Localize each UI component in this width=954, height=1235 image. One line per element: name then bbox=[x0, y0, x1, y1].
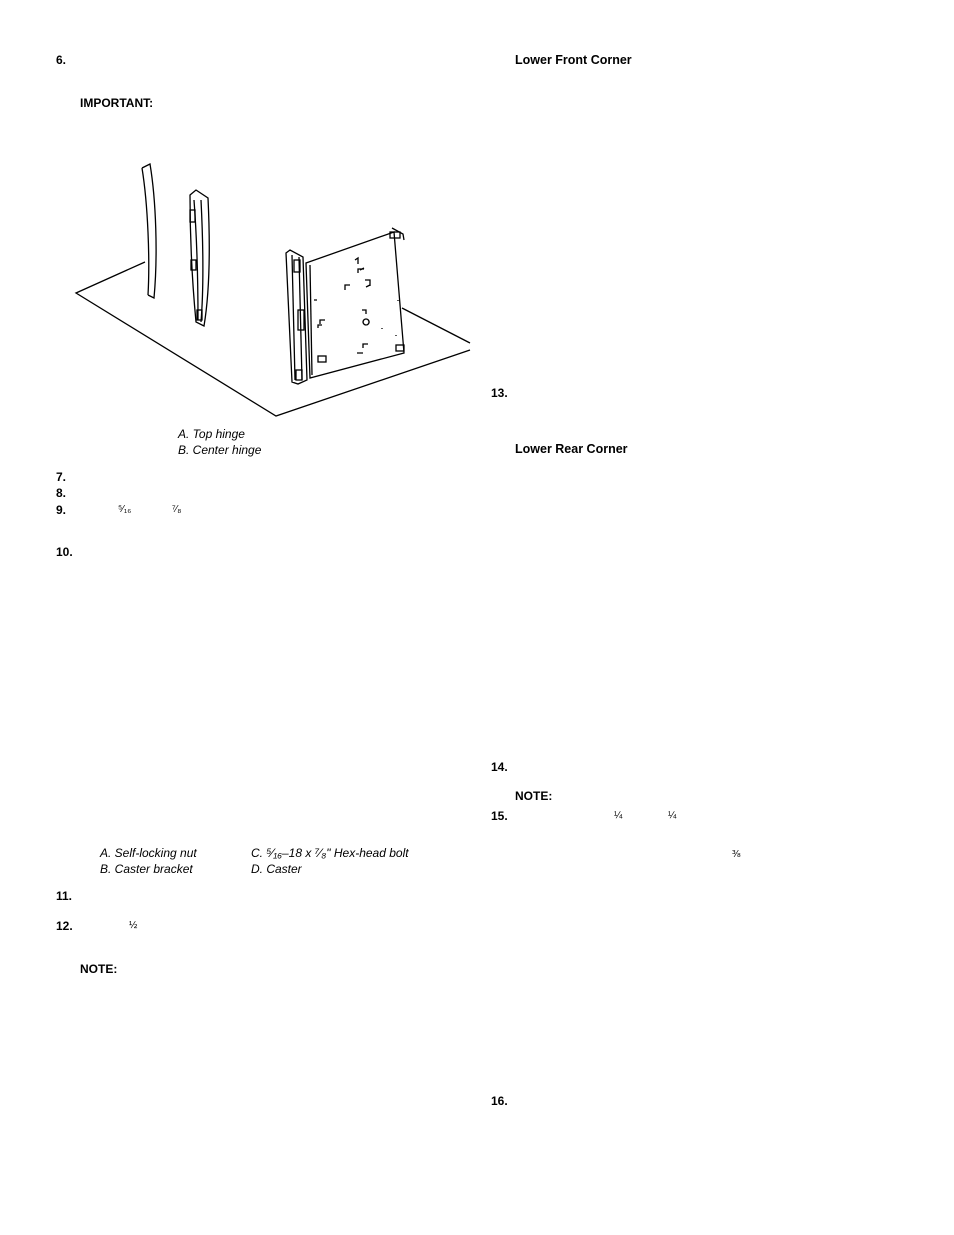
step-15-fraction-c: ⅜ bbox=[732, 849, 741, 860]
step-15-number: 15. bbox=[491, 809, 508, 823]
refrigerator-door-removal-illustration bbox=[74, 163, 471, 417]
lower-front-corner-heading: Lower Front Corner bbox=[515, 53, 632, 67]
step-15-fraction-b: ¼ bbox=[668, 810, 677, 821]
step-10-number: 10. bbox=[56, 545, 73, 559]
step-9-number: 9. bbox=[56, 503, 67, 517]
caption-self-locking-nut: A. Self-locking nut bbox=[100, 846, 197, 860]
step-13-number: 13. bbox=[491, 386, 508, 400]
caption-hex-head-bolt: C. ⁵⁄₁₆–18 x ⁷⁄₈" Hex-head bolt bbox=[251, 846, 409, 860]
note-label-right: NOTE: bbox=[515, 789, 553, 803]
caption-caster: D. Caster bbox=[251, 862, 302, 876]
step-12-number: 12. bbox=[56, 919, 73, 933]
step-7-number: 7. bbox=[56, 470, 67, 484]
caption-top-hinge: A. Top hinge bbox=[178, 427, 245, 441]
caption-caster-bracket: B. Caster bracket bbox=[100, 862, 193, 876]
step-11-number: 11. bbox=[56, 889, 73, 903]
step-15-fraction-a: ¼ bbox=[614, 810, 623, 821]
step-9-fraction-a: ⁵⁄₁₆ bbox=[118, 504, 132, 515]
step-9-fraction-b: ⁷⁄₈ bbox=[172, 504, 182, 515]
step-12-fraction: ½ bbox=[129, 920, 138, 931]
step-6-number: 6. bbox=[56, 53, 67, 67]
step-14-number: 14. bbox=[491, 760, 508, 774]
important-label: IMPORTANT: bbox=[80, 96, 154, 110]
lower-rear-corner-heading: Lower Rear Corner bbox=[515, 442, 628, 456]
step-16-number: 16. bbox=[491, 1094, 508, 1108]
note-label-left: NOTE: bbox=[80, 962, 118, 976]
step-8-number: 8. bbox=[56, 486, 67, 500]
caption-center-hinge: B. Center hinge bbox=[178, 443, 262, 457]
